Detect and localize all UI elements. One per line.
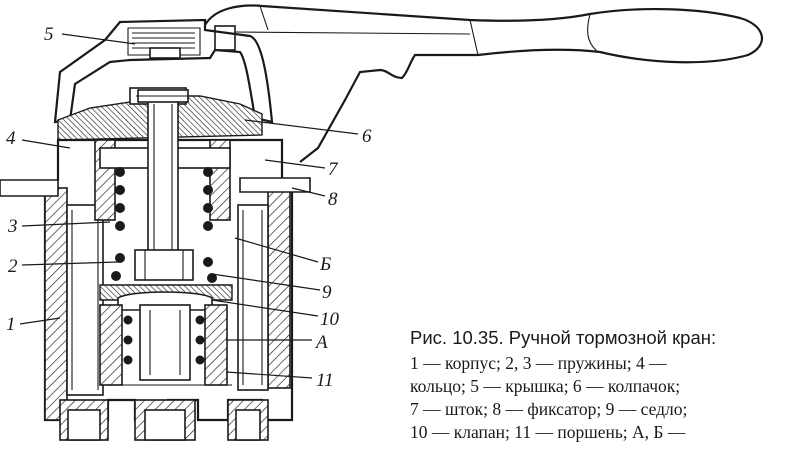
caption-line: 10 — клапан; 11 — поршень; А, Б — xyxy=(410,422,686,442)
leader-lines xyxy=(19,33,359,379)
callout-1: 1 xyxy=(6,314,16,335)
callout-11: 11 xyxy=(316,370,334,391)
upper-spring xyxy=(115,167,213,231)
inner-assembly xyxy=(94,89,233,386)
callout-3: 3 xyxy=(7,216,18,237)
housing xyxy=(0,138,311,441)
callout-B: Б xyxy=(319,254,331,275)
callout-5: 5 xyxy=(44,24,54,45)
caption-line: 7 — шток; 8 — фиксатор; 9 — седло; xyxy=(410,399,688,419)
figure-caption: Рис. 10.35. Ручной тормозной кран: 1 — к… xyxy=(410,326,802,444)
callout-10: 10 xyxy=(320,309,340,330)
caption-line: кольцо; 5 — крышка; 6 — колпачок; xyxy=(410,376,681,396)
caption-line: 1 — корпус; 2, 3 — пружины; 4 — xyxy=(410,353,667,373)
lower-spring xyxy=(123,315,205,365)
spring-2 xyxy=(111,253,217,283)
lever-handle xyxy=(204,4,764,163)
callout-7: 7 xyxy=(328,159,339,180)
callout-2: 2 xyxy=(8,256,18,277)
callout-8: 8 xyxy=(328,189,338,210)
callout-9: 9 xyxy=(322,282,332,303)
caption-title: Рис. 10.35. Ручной тормозной кран: xyxy=(410,327,717,348)
callout-6: 6 xyxy=(362,126,372,147)
callouts: 5 4 3 2 1 6 7 8 Б 9 10 А 11 xyxy=(6,24,372,391)
callout-A: А xyxy=(314,332,328,353)
callout-4: 4 xyxy=(6,128,16,149)
caption-body: 1 — корпус; 2, 3 — пружины; 4 — кольцо; … xyxy=(410,352,802,444)
